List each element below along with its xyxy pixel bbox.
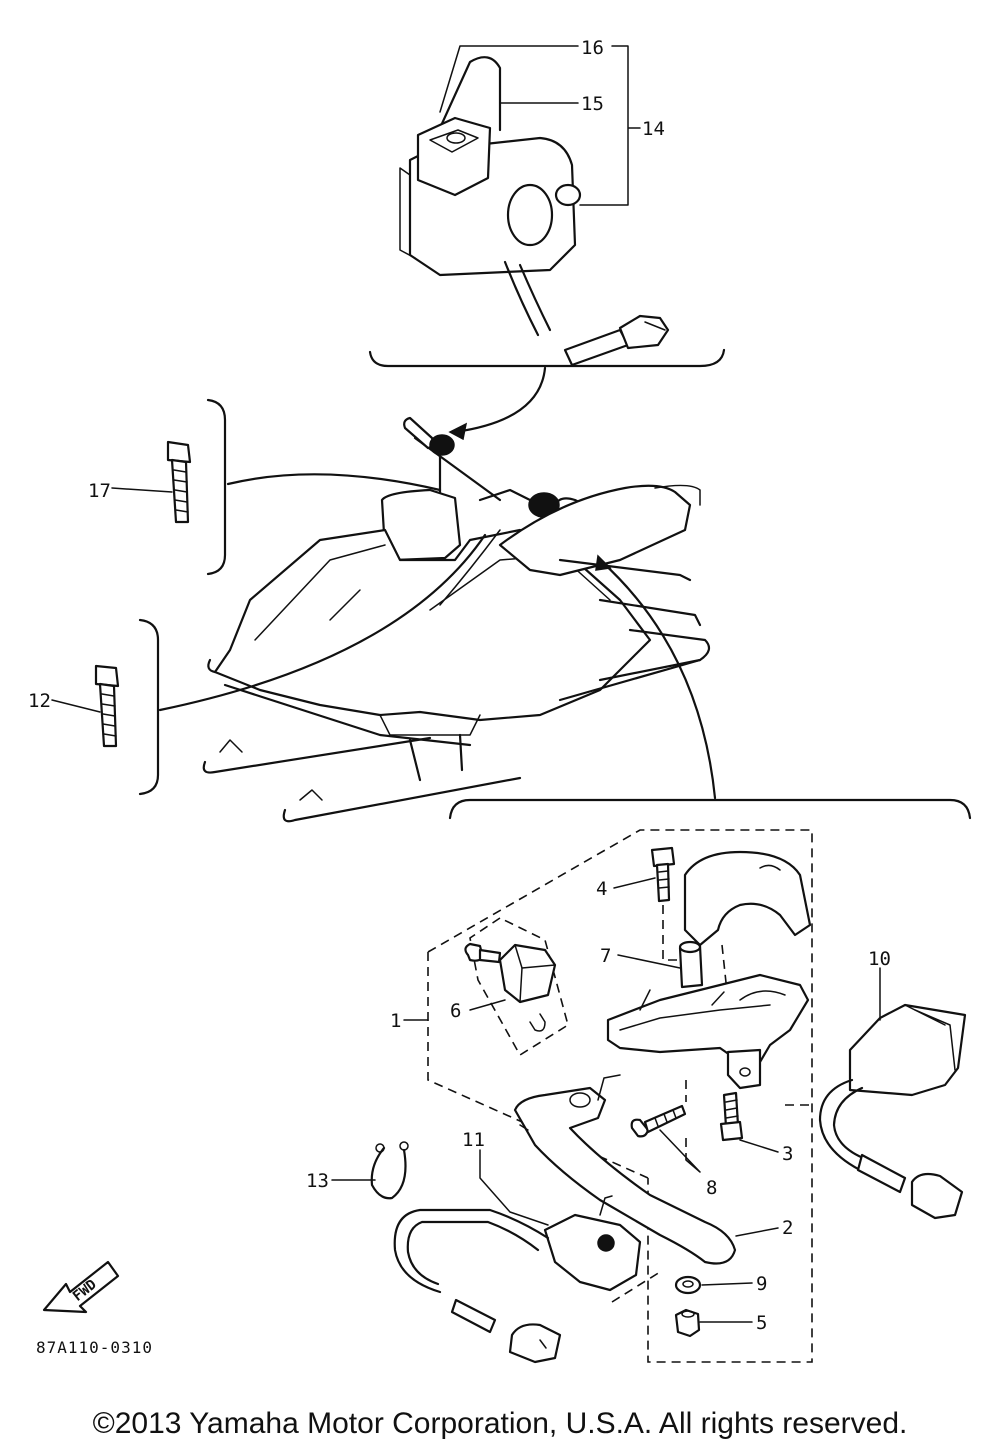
callout-15: 15 xyxy=(581,93,604,115)
forward-arrow-icon: FWD xyxy=(42,1260,120,1314)
bracket-14 xyxy=(579,45,641,206)
callout-9: 9 xyxy=(756,1273,767,1295)
relay-10 xyxy=(818,1003,967,1220)
brake-switch-6 xyxy=(464,942,557,1032)
cable-route-front-2 xyxy=(439,529,501,606)
leader-9 xyxy=(701,1282,753,1286)
callout-11: 11 xyxy=(462,1129,485,1151)
switch-housing-assembly xyxy=(399,56,670,367)
leader-12 xyxy=(51,699,101,713)
leader-16 xyxy=(439,45,579,113)
leader-11 xyxy=(479,1149,549,1226)
callout-14: 14 xyxy=(642,118,665,140)
callout-13: 13 xyxy=(306,1170,329,1192)
group-bracket-17 xyxy=(206,398,227,576)
group-bracket-bottom xyxy=(448,798,972,820)
leader-6 xyxy=(469,999,506,1011)
group-bracket-12 xyxy=(138,618,160,796)
callout-7: 7 xyxy=(600,945,611,967)
diagram-code: 87A110-0310 xyxy=(36,1338,153,1357)
leader-7 xyxy=(617,954,681,969)
washer-9 xyxy=(674,1275,702,1295)
screw-8 xyxy=(630,1104,687,1138)
leader-2 xyxy=(735,1227,779,1237)
callout-8: 8 xyxy=(706,1177,717,1199)
lever-bracket xyxy=(606,973,810,1090)
assembly-6-boundary xyxy=(469,917,569,1057)
bolt-3 xyxy=(719,1091,744,1142)
tie-route-17 xyxy=(226,473,442,492)
callout-17: 17 xyxy=(88,480,111,502)
cable-tie-12 xyxy=(94,664,120,748)
callout-16: 16 xyxy=(581,37,604,59)
callout-2: 2 xyxy=(782,1217,793,1239)
clip-13 xyxy=(370,1141,409,1200)
callout-10: 10 xyxy=(868,948,891,970)
copyright-notice: ©2013 Yamaha Motor Corporation, U.S.A. A… xyxy=(93,1407,908,1440)
callout-5: 5 xyxy=(756,1312,767,1334)
leader-8 xyxy=(659,1129,701,1173)
callout-12: 12 xyxy=(28,690,51,712)
brake-lever-2 xyxy=(513,1074,737,1265)
bolt-4 xyxy=(650,846,676,903)
nut-5 xyxy=(674,1308,701,1338)
leader-4 xyxy=(613,877,656,889)
cable-route-front xyxy=(158,533,487,712)
group-bracket-top xyxy=(368,348,726,368)
callout-6: 6 xyxy=(450,1000,461,1022)
collar-7 xyxy=(678,940,704,989)
cable-tie-17 xyxy=(166,440,192,524)
leader-3 xyxy=(739,1139,779,1153)
arrow-to-left-grip xyxy=(453,366,547,434)
callout-1: 1 xyxy=(390,1010,401,1032)
snowmobile-illustration xyxy=(202,416,711,823)
brake-switch-11 xyxy=(393,1195,642,1364)
callout-4: 4 xyxy=(596,878,607,900)
callout-3: 3 xyxy=(782,1143,793,1165)
lever-clamp-cover xyxy=(683,850,812,947)
cable-route-lever xyxy=(598,558,717,800)
leader-17 xyxy=(111,487,173,493)
